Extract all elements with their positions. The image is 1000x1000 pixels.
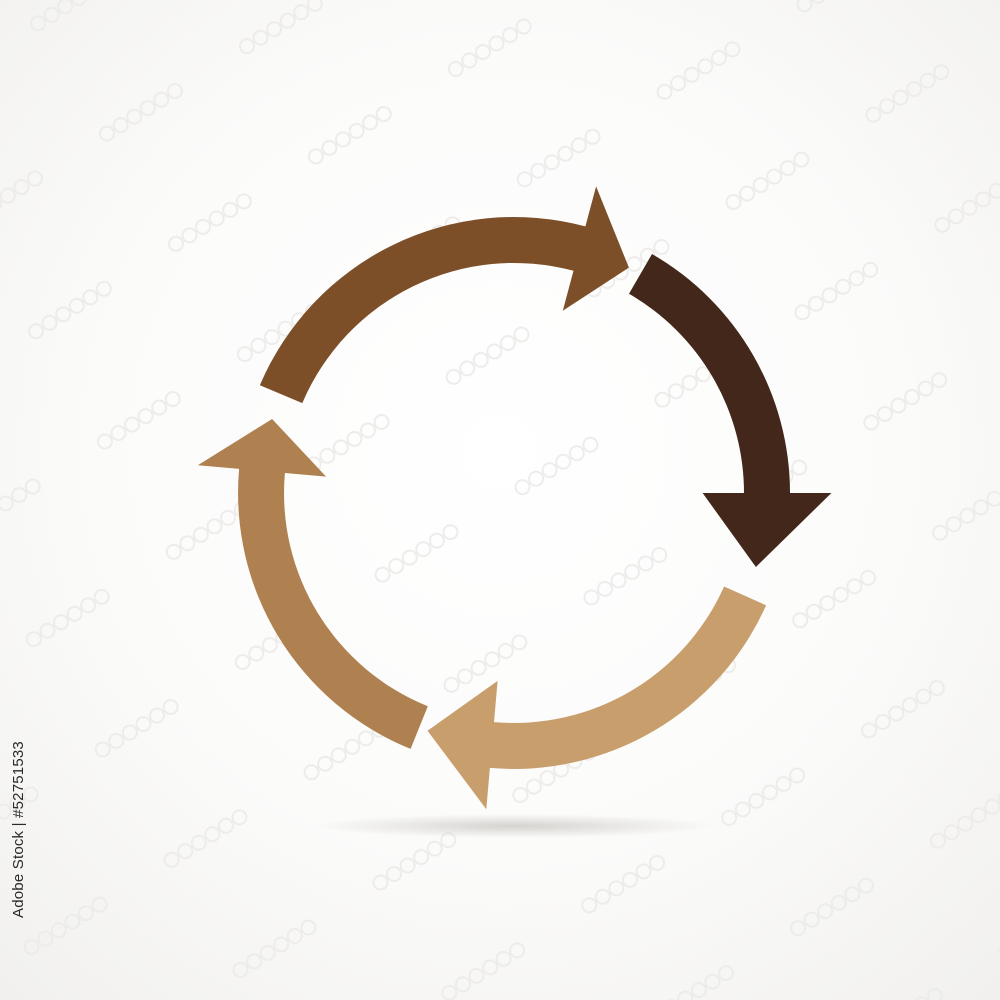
arrow-top bbox=[259, 186, 629, 404]
arrow-right bbox=[629, 254, 832, 567]
arrow-left bbox=[197, 419, 428, 749]
arrow-bottom bbox=[427, 586, 767, 810]
ground-shadow bbox=[315, 814, 715, 838]
stock-id-label: Adobe Stock | #52751533 bbox=[10, 741, 27, 918]
